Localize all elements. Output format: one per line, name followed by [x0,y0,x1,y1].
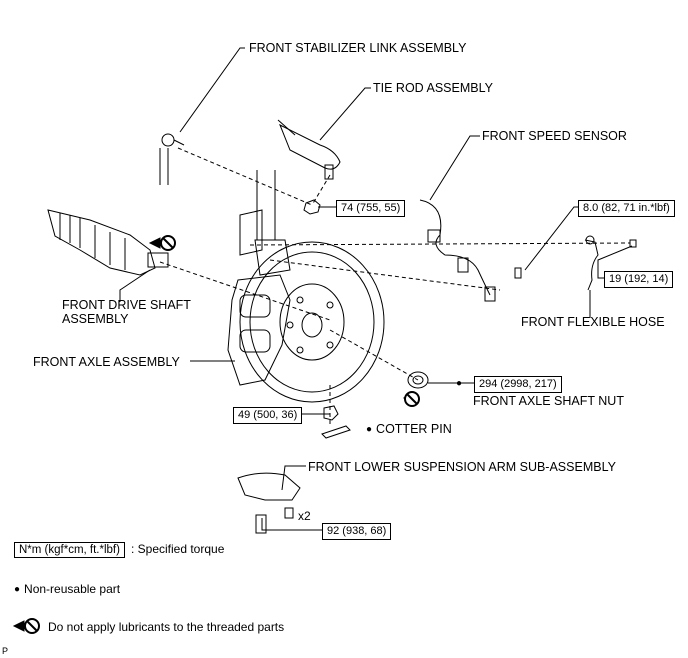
torque-sensor-bolt: 8.0 (82, 71 in.*lbf) [578,200,675,217]
nonreusable-dot-axle-nut: ● [456,378,463,389]
label-speed-sensor: FRONT SPEED SENSOR [482,129,627,143]
label-axle-assembly: FRONT AXLE ASSEMBLY [33,355,180,369]
dash-drive-shaft [159,261,331,321]
lower-arm-part [237,472,301,534]
drive-shaft-part [47,209,169,276]
brake-disc-part [239,241,385,403]
nonreusable-dot: ● [366,424,373,435]
label-qty: x2 [298,509,311,523]
dash-hub [249,242,631,246]
torque-axle-nut: 294 (2998, 217) [474,376,562,393]
torque-hose-bolt: 19 (192, 14) [604,271,674,288]
legend-nonreusable-text: Non-reusable part [24,582,121,596]
flexible-hose-part [584,235,637,291]
tie-rod-part [277,119,341,180]
no-lube-symbol-nut [402,391,420,407]
torque-arm-bolts: 92 (938, 68) [322,523,392,540]
ball-joint-nut-part [323,405,339,421]
leader-arm-torque [261,518,322,531]
legend-no-lube: Do not apply lubricants to the threaded … [48,620,285,634]
dash-axle-nut [329,329,419,381]
speed-sensor-part [419,199,496,302]
label-stabilizer-link: FRONT STABILIZER LINK ASSEMBLY [249,41,467,55]
leader-lower-arm [281,465,306,491]
caliper-part [227,274,291,386]
axle-nut-part [407,371,429,389]
legend-dot: ● [14,584,21,595]
label-cotter-pin: ●COTTER PIN [366,422,452,437]
stabilizer-link-part [159,133,185,185]
no-lube-symbol-shaft [148,235,176,251]
dash-tie-rod [311,174,331,206]
cotter-pin-part [321,425,351,439]
label-lower-arm: FRONT LOWER SUSPENSION ARM SUB-ASSEMBLY [308,460,616,474]
dash-stabilizer [177,147,313,206]
legend-specified-torque: N*m (kgf*cm, ft.*lbf) : Specified torque [14,542,225,558]
sensor-bolt-part [514,267,522,279]
legend-spec-box: N*m (kgf*cm, ft.*lbf) [14,542,125,558]
corner-mark: P [2,646,9,656]
label-tie-rod: TIE ROD ASSEMBLY [373,81,493,95]
leader-sensor-torque [524,206,578,271]
label-flexible-hose: FRONT FLEXIBLE HOSE [521,315,665,329]
legend-spec-text: : Specified torque [130,542,225,556]
leader-hose-torque [597,245,633,279]
tie-rod-nut-part [303,199,321,215]
leader-speed-sensor [429,135,480,201]
torque-tie-rod-nut: 74 (755, 55) [336,200,406,217]
label-drive-shaft-2: ASSEMBLY [62,312,129,326]
leader-tie-rod [319,87,371,141]
leader-stabilizer [179,47,245,133]
strut-part [239,170,291,276]
dash-sensor [269,259,501,291]
legend-nonreusable: ●Non-reusable part [14,582,120,597]
no-lube-symbol-legend [12,618,40,634]
label-axle-shaft-nut: FRONT AXLE SHAFT NUT [473,394,624,408]
label-drive-shaft-1: FRONT DRIVE SHAFT [62,298,191,312]
leader-drive-shaft [119,269,151,302]
label-cotter-pin-text: COTTER PIN [376,422,452,436]
torque-ball-joint-nut: 49 (500, 36) [233,407,303,424]
